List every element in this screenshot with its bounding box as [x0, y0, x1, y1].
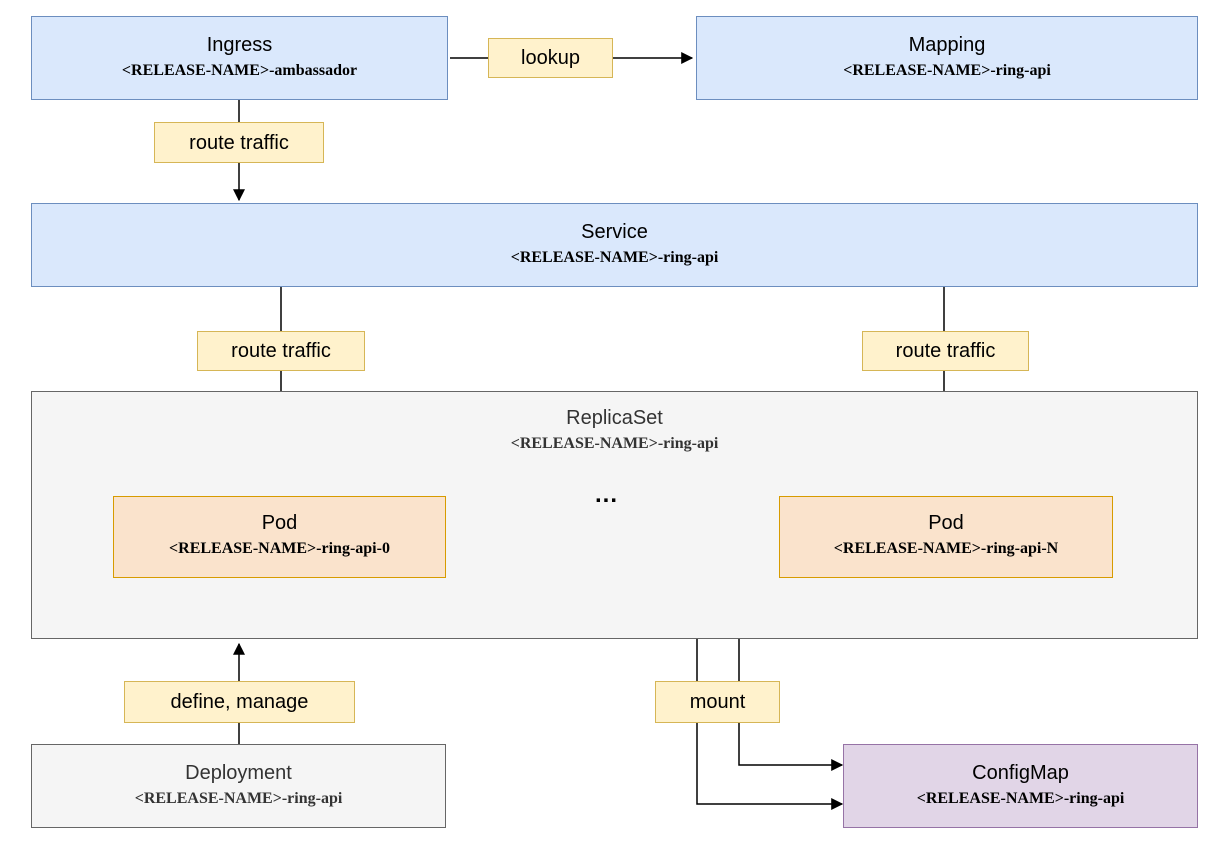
edge-label-service-to-pod-0: route traffic	[197, 331, 365, 371]
mapping-subtitle: <RELEASE-NAME>-ring-api	[843, 62, 1051, 79]
deployment-node: Deployment <RELEASE-NAME>-ring-api	[31, 744, 446, 828]
service-subtitle: <RELEASE-NAME>-ring-api	[510, 249, 719, 266]
configmap-title: ConfigMap	[972, 762, 1069, 784]
edge-label-deployment-to-replicaset: define, manage	[124, 681, 355, 723]
pod-0-title: Pod	[261, 512, 298, 534]
pod-n-subtitle: <RELEASE-NAME>-ring-api-N	[833, 540, 1059, 557]
pod-0-node: Pod <RELEASE-NAME>-ring-api-0	[113, 496, 446, 578]
deployment-subtitle: <RELEASE-NAME>-ring-api	[134, 790, 343, 807]
ingress-node: Ingress <RELEASE-NAME>-ambassador	[31, 16, 448, 100]
ingress-title: Ingress	[206, 34, 273, 56]
replicaset-title: ReplicaSet	[566, 407, 663, 429]
configmap-node: ConfigMap <RELEASE-NAME>-ring-api	[843, 744, 1198, 828]
mapping-node: Mapping <RELEASE-NAME>-ring-api	[696, 16, 1198, 100]
mapping-title: Mapping	[908, 34, 986, 56]
pod-0-subtitle: <RELEASE-NAME>-ring-api-0	[169, 540, 390, 557]
edge-label-ingress-to-service: route traffic	[154, 122, 324, 163]
replicaset-subtitle: <RELEASE-NAME>-ring-api	[510, 435, 719, 452]
pod-n-title: Pod	[928, 512, 964, 534]
pod-n-node: Pod <RELEASE-NAME>-ring-api-N	[779, 496, 1113, 578]
ingress-subtitle: <RELEASE-NAME>-ambassador	[121, 62, 358, 79]
service-node: Service <RELEASE-NAME>-ring-api	[31, 203, 1198, 287]
service-title: Service	[581, 221, 648, 243]
configmap-subtitle: <RELEASE-NAME>-ring-api	[916, 790, 1125, 807]
edge-label-pods-to-configmap: mount	[655, 681, 780, 723]
edge-label-service-to-pod-n: route traffic	[862, 331, 1029, 371]
pod-ellipsis: ...	[595, 481, 619, 508]
edge-label-lookup: lookup	[488, 38, 613, 78]
deployment-title: Deployment	[185, 762, 292, 784]
